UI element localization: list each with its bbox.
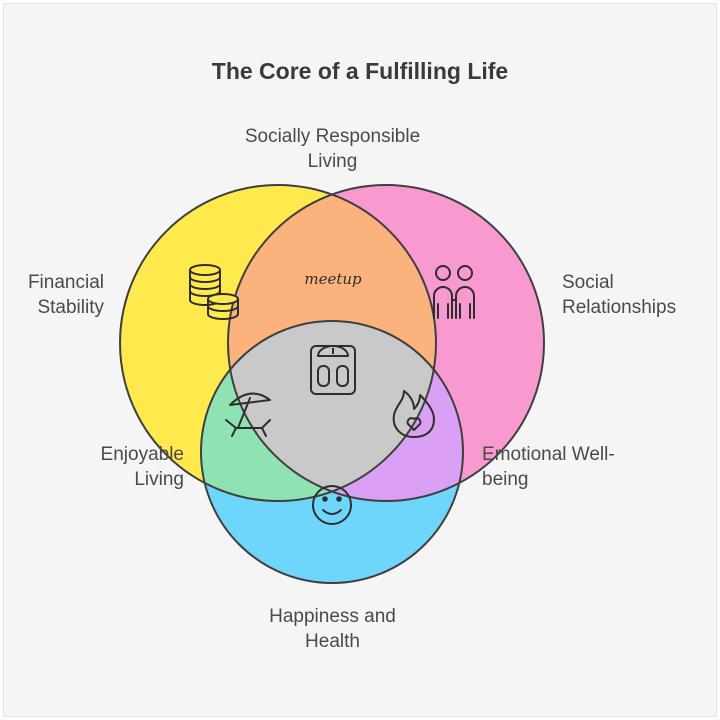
- label-emotional-wellbeing: Emotional Well- being: [482, 444, 615, 490]
- meetup-logo: meetup: [304, 270, 362, 288]
- smiley-icon: [312, 485, 352, 525]
- flame-heart-icon: [392, 390, 435, 438]
- diagram-title: The Core of a Fulfilling Life: [211, 58, 509, 84]
- people-icon: [433, 265, 475, 319]
- sun-lounger-icon: [225, 392, 271, 437]
- label-socially-responsible-living: Socially Responsible Living: [244, 126, 421, 172]
- label-financial-stability: Financial Stability: [27, 272, 104, 318]
- label-happiness-health: Happiness and Health: [269, 606, 396, 652]
- coins-icon: [189, 264, 239, 320]
- label-social-relationships: Social Relationships: [562, 272, 677, 318]
- scale-icon: [310, 345, 356, 395]
- label-enjoyable-living: Enjoyable Living: [100, 444, 184, 490]
- overlap-core: [228, 321, 436, 501]
